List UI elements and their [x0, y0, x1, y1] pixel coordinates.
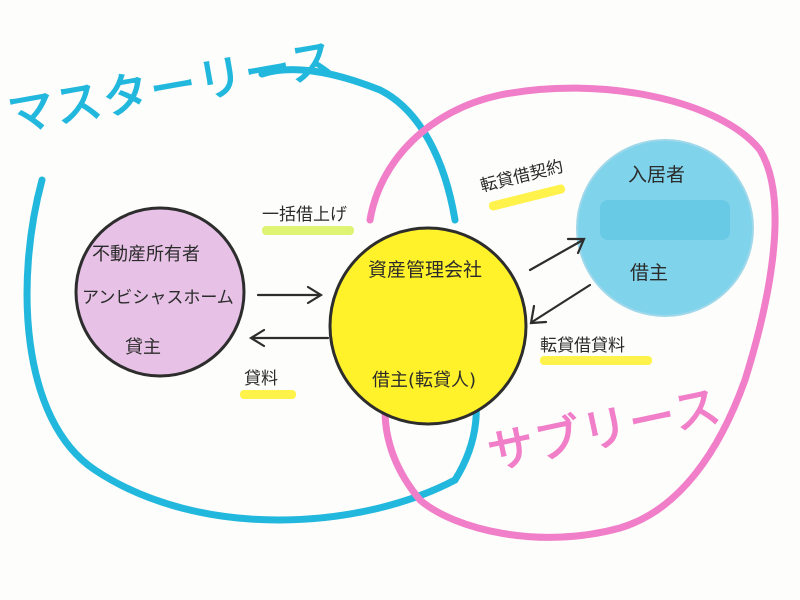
owner-label: 不動産所有者 [92, 244, 200, 265]
master-lease-loop [23, 66, 480, 524]
manager-circle [328, 226, 528, 426]
owner-circle [74, 206, 246, 378]
owner-company: アンビシャスホーム [82, 288, 234, 308]
arrow-owner-to-manager [256, 285, 324, 305]
rent-label: 貸料 [244, 369, 278, 389]
tenant-role: 借主 [630, 262, 669, 284]
highlight-rent [240, 390, 296, 399]
sublease-loop [366, 84, 779, 541]
owner-role: 貸主 [125, 337, 161, 358]
arrow-manager-to-tenant [528, 237, 586, 272]
arrow-tenant-to-manager [529, 283, 592, 325]
sublease-rent-label: 転貸借貸料 [540, 336, 625, 356]
highlight-lump-lease [262, 226, 354, 235]
highlight-sublease-rent [540, 356, 652, 365]
tenant-label: 入居者 [628, 164, 686, 186]
manager-role: 借主(転貸人) [372, 370, 477, 391]
arrow-manager-to-owner [248, 328, 330, 348]
lump-lease-label: 一括借上げ [262, 205, 347, 225]
manager-label: 資産管理会社 [368, 259, 483, 281]
tenant-shading [600, 200, 730, 240]
